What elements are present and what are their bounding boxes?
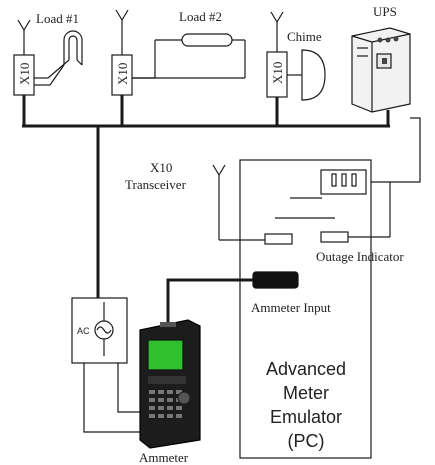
outage-indicator-label: Outage Indicator [316,249,404,264]
ammeter-input-label: Ammeter Input [251,300,331,315]
chime-label: Chime [287,29,322,44]
x10-module-1-label: X10 [17,63,32,85]
x10-module-3-label: X10 [270,62,285,84]
outage-port [320,231,349,243]
pc-label-line2: Meter [283,383,329,403]
antenna-icon [270,11,284,52]
antenna-icon [17,19,31,55]
x10-module-1 [13,19,35,96]
pc-label-line4: (PC) [288,431,325,451]
transceiver-port [264,233,293,245]
load1-label: Load #1 [36,11,79,26]
power-bus [22,95,390,300]
pc-label-line3: Emulator [270,407,342,427]
ammeter-input-block [252,271,299,289]
load2-label: Load #2 [179,9,222,24]
pc-box [239,159,372,459]
bell-icon [287,49,326,101]
ammeter-label: Ammeter [139,450,189,465]
antenna-icon [212,164,226,240]
ac-label: AC [77,326,90,336]
ac-source-icon [94,302,114,356]
transceiver-label-line2: Transceiver [125,177,187,192]
antenna-icon [115,9,129,55]
x10-module-2-label: X10 [115,63,130,85]
transceiver-label-line1: X10 [150,160,172,175]
bulb-icon [34,30,83,86]
ammeter-device-icon [139,319,201,449]
resistor-icon [132,33,246,79]
pc-label-line1: Advanced [266,359,346,379]
ups-label: UPS [373,4,397,19]
outlet-icon [320,169,367,195]
ups-icon [351,27,411,113]
